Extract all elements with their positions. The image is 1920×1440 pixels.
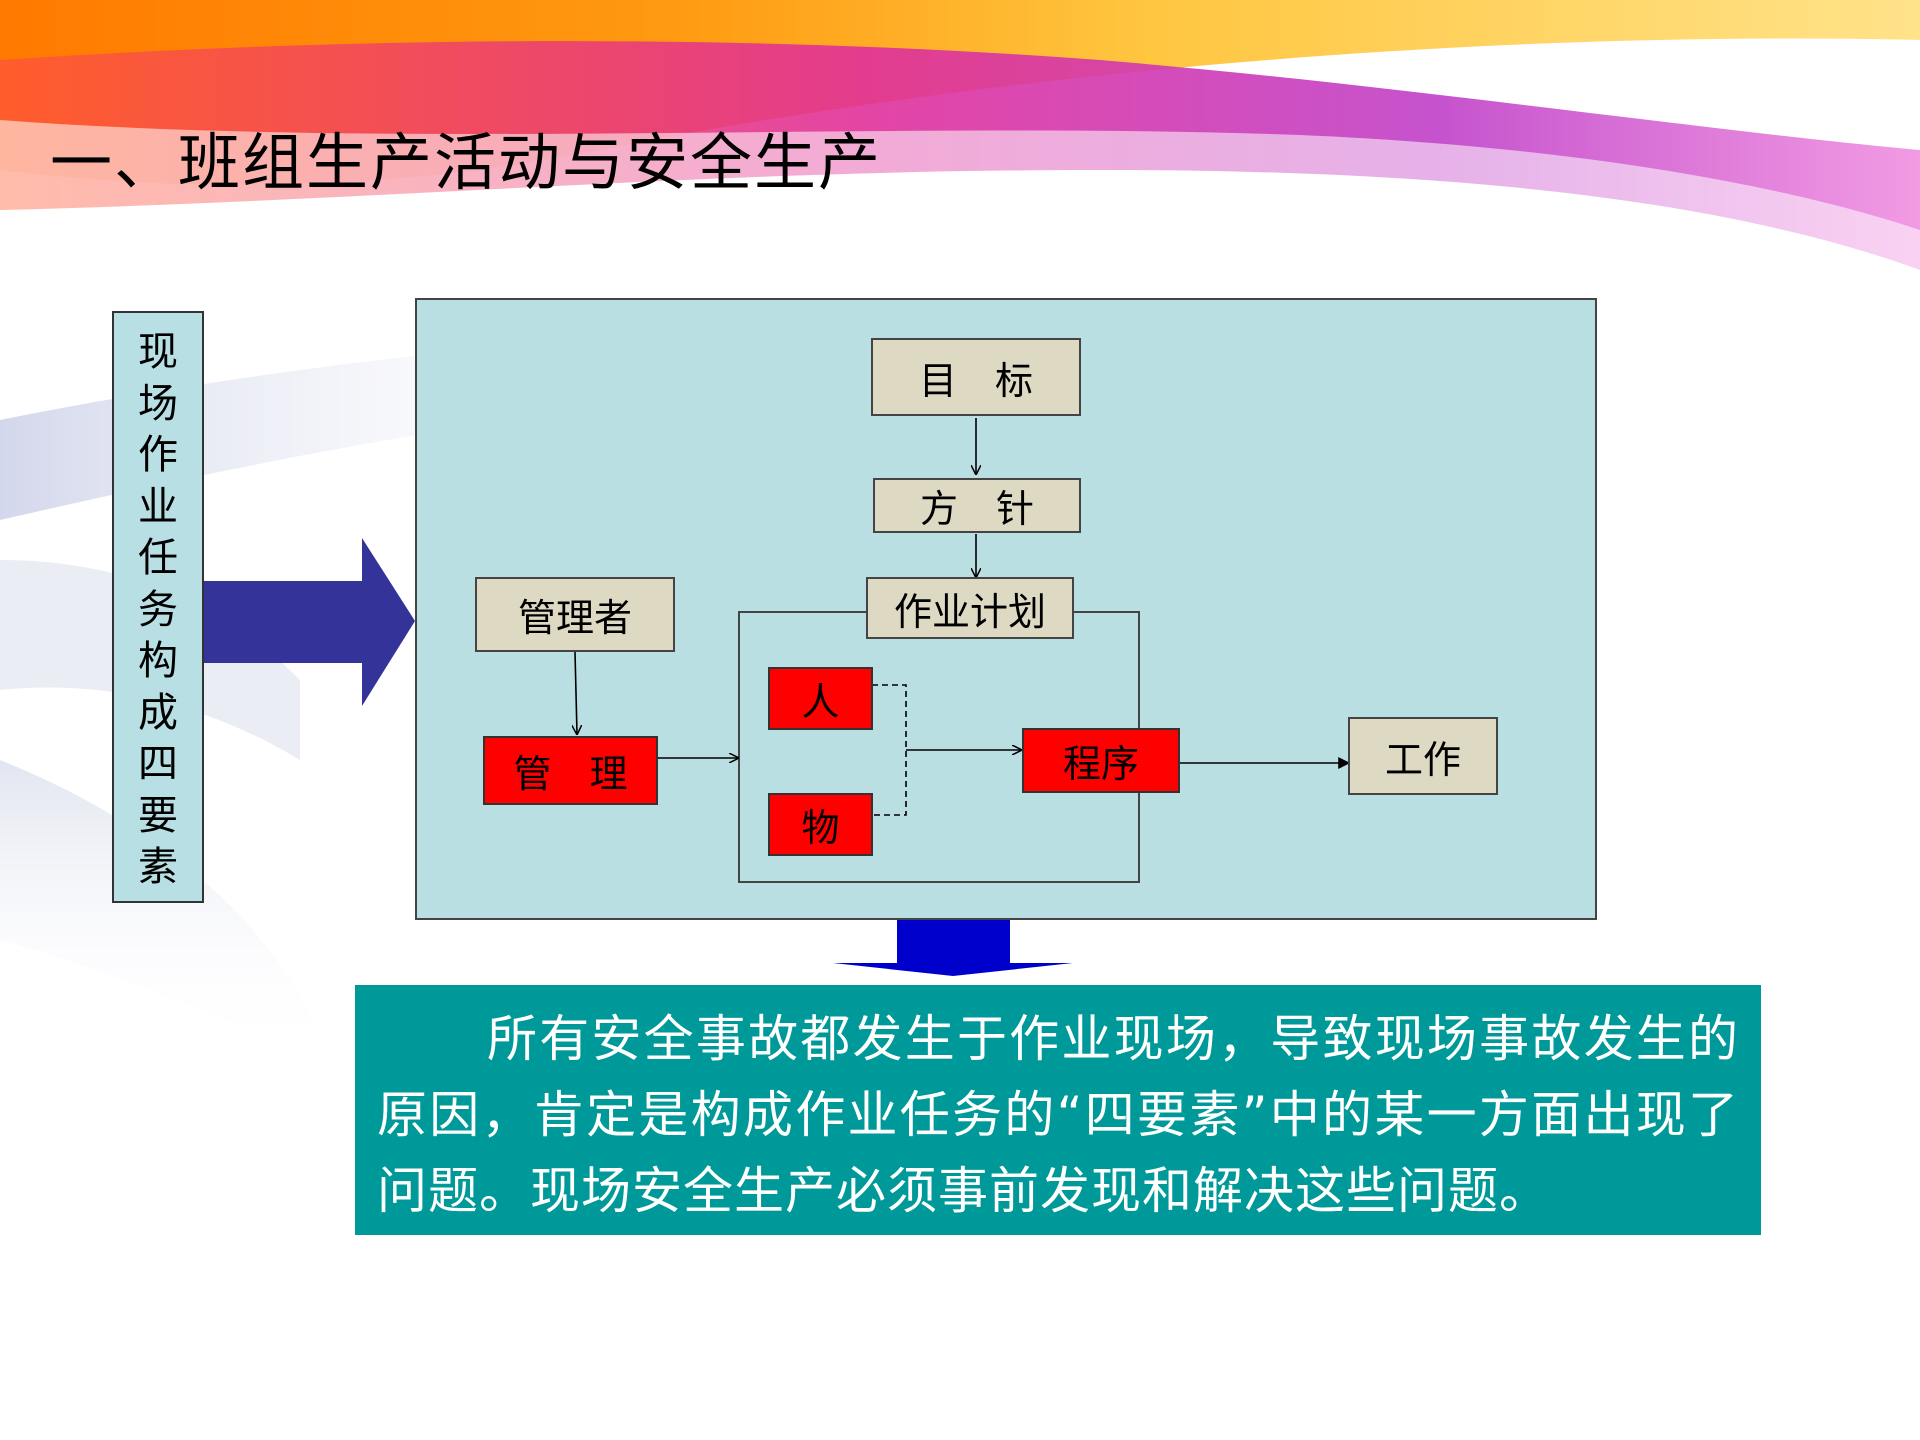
management-box: 管 理 <box>483 736 658 805</box>
summary-text: 所有安全事故都发生于作业现场，导致现场事故发生的原因，肯定是构成作业任务的“四要… <box>377 1010 1739 1220</box>
procedure-box: 程序 <box>1022 728 1180 793</box>
slide-title: 一、班组生产活动与安全生产 <box>50 126 883 199</box>
policy-box: 方 针 <box>873 478 1081 533</box>
vertical-label-char: 构 <box>138 638 178 684</box>
materials-box: 物 <box>768 793 873 856</box>
vertical-label-char: 务 <box>138 586 178 633</box>
manager-box: 管理者 <box>475 577 675 652</box>
summary-note: 所有安全事故都发生于作业现场，导致现场事故发生的原因，肯定是构成作业任务的“四要… <box>355 985 1761 1235</box>
vertical-label-box: 现 场 作 业 任 务 构 成 四 要 素 <box>112 311 204 903</box>
vertical-label-char: 成 <box>138 689 178 736</box>
target-box: 目 标 <box>871 338 1081 416</box>
vertical-label-char: 要 <box>138 792 178 839</box>
plan-box: 作业计划 <box>866 577 1074 639</box>
work-box: 工作 <box>1348 717 1498 795</box>
vertical-label: 现 场 作 业 任 务 构 成 四 要 素 <box>114 327 202 894</box>
vertical-label-char: 素 <box>138 844 178 890</box>
vertical-label-char: 场 <box>138 380 178 427</box>
people-box: 人 <box>768 667 873 730</box>
vertical-label-char: 任 <box>138 535 178 581</box>
vertical-label-char: 作 <box>138 432 178 478</box>
vertical-label-char: 现 <box>138 329 178 375</box>
vertical-label-char: 四 <box>138 741 178 787</box>
vertical-label-char: 业 <box>138 483 178 530</box>
